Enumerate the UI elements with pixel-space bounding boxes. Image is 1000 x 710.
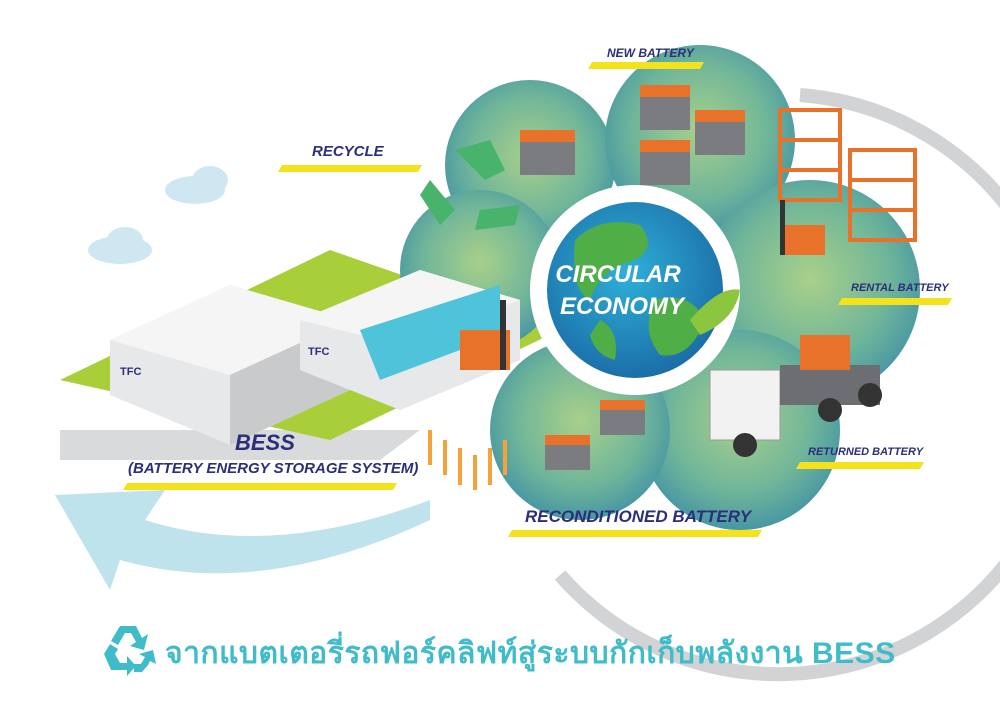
forklift bbox=[460, 300, 510, 370]
circular-economy-line1: CIRCULAR bbox=[555, 261, 681, 288]
container-logo-2: TFC bbox=[308, 346, 329, 358]
label-recycle: RECYCLE bbox=[312, 143, 384, 160]
label-bess-full: (BATTERY ENERGY STORAGE SYSTEM) bbox=[128, 460, 419, 477]
recycle-icon bbox=[104, 626, 156, 676]
warehouse-shelves bbox=[778, 108, 917, 242]
fence bbox=[428, 430, 507, 490]
label-bar bbox=[837, 298, 953, 305]
label-bess: BESS bbox=[235, 430, 295, 455]
label-reconditioned-battery: RECONDITIONED BATTERY bbox=[525, 507, 752, 526]
footer-title: จากแบตเตอรี่รถฟอร์คลิฟท์สู่ระบบกักเก็บพล… bbox=[165, 637, 896, 670]
forklift-2 bbox=[780, 200, 825, 255]
label-new-battery: NEW BATTERY bbox=[607, 46, 694, 60]
label-bar bbox=[795, 462, 925, 469]
label-bar bbox=[507, 530, 763, 537]
recycle-symbol-icon bbox=[420, 140, 520, 230]
clouds bbox=[88, 166, 228, 264]
globe-icon bbox=[547, 202, 740, 378]
label-bar bbox=[122, 483, 398, 490]
container-logo: TFC bbox=[120, 366, 141, 378]
label-returned-battery: RETURNED BATTERY bbox=[808, 446, 924, 458]
label-bar bbox=[277, 165, 423, 172]
truck bbox=[709, 335, 882, 457]
battery-icons bbox=[520, 85, 745, 470]
return-arrow bbox=[55, 490, 430, 590]
label-rental-battery: RENTAL BATTERY bbox=[851, 282, 949, 294]
circular-economy-line2: ECONOMY bbox=[560, 293, 686, 320]
label-bar bbox=[587, 62, 705, 69]
bess-containers: TFC TFC bbox=[110, 270, 520, 445]
